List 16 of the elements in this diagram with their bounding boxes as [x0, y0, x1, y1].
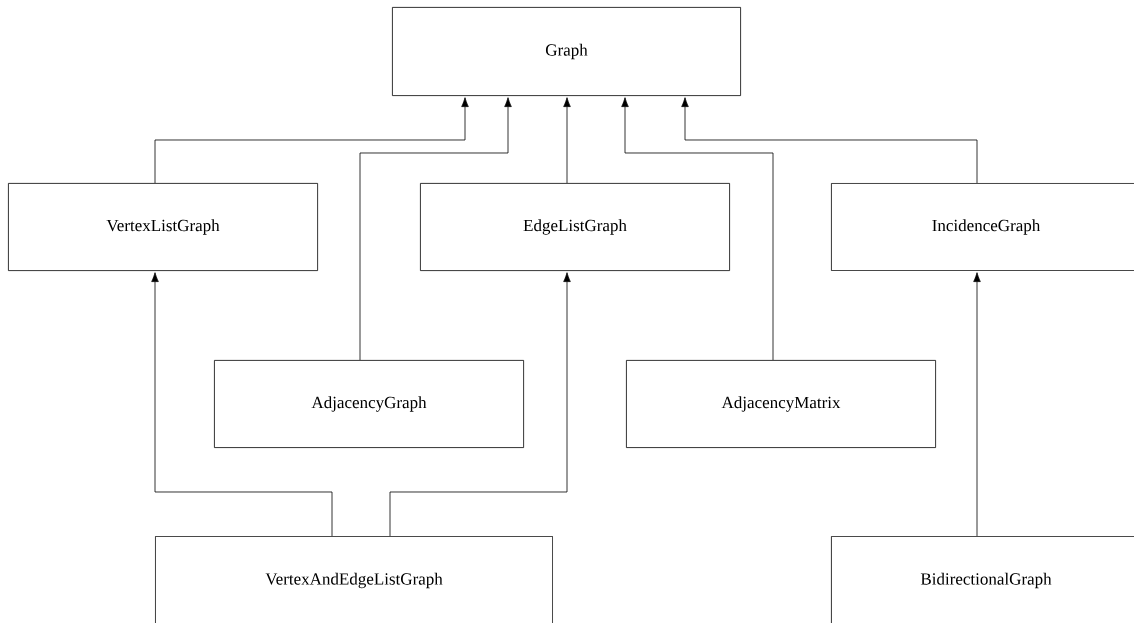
- class-box: VertexAndEdgeListGraph: [155, 536, 553, 623]
- class-box: EdgeListGraph: [420, 183, 730, 271]
- class-box: IncidenceGraph: [831, 183, 1134, 271]
- class-box: BidirectionalGraph: [831, 536, 1134, 623]
- arrow: [154, 97, 469, 184]
- arrow: [359, 97, 512, 361]
- arrow: [389, 272, 571, 537]
- class-box: VertexListGraph: [8, 183, 318, 271]
- arrow: [973, 272, 981, 537]
- arrow: [563, 97, 571, 184]
- arrow: [151, 272, 333, 537]
- class-box: AdjacencyGraph: [214, 360, 524, 448]
- class-box: Graph: [392, 7, 741, 96]
- class-box: AdjacencyMatrix: [626, 360, 936, 448]
- arrow: [621, 97, 774, 361]
- arrow: [681, 97, 978, 184]
